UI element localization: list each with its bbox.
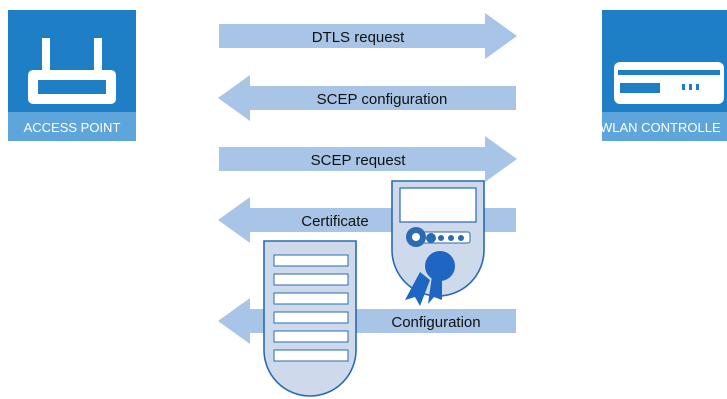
arrow-label: SCEP configuration [317,91,448,108]
certificate-icon [391,180,485,306]
router-icon [28,38,116,104]
seal-icon [405,251,455,306]
arrow-label: SCEP request [311,152,407,169]
wlan-controller-label: WLAN CONTROLLE [600,120,721,135]
wlan-controller-device: WLAN CONTROLLE [600,10,727,141]
arrow-label: DTLS request [312,29,405,46]
arrow-dtls-request: DTLS request [219,13,517,59]
access-point-label: ACCESS POINT [24,120,121,135]
arrow-label: Certificate [301,213,369,230]
access-point-device: ACCESS POINT [8,10,136,141]
arrow-label: Configuration [391,314,480,331]
key-icon [406,227,471,247]
arrow-scep-request: SCEP request [219,136,517,182]
arrow-scep-configuration: SCEP configuration [218,75,516,121]
configuration-document-icon [263,240,357,397]
controller-icon [614,62,724,104]
arrow-configuration: Configuration [218,298,516,344]
